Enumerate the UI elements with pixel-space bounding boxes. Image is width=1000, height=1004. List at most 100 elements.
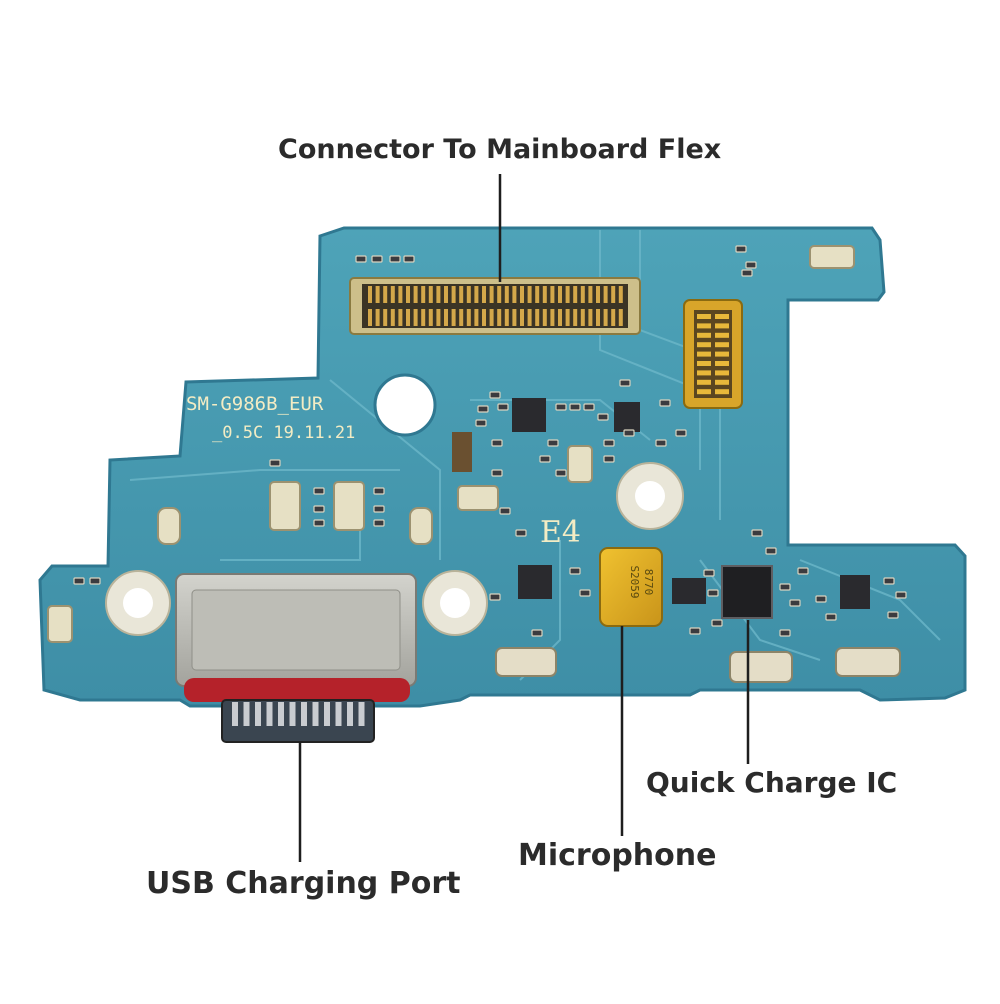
usb-pin [335, 702, 342, 726]
smd-part [741, 269, 753, 277]
mounting-holes [105, 373, 684, 636]
connector-pin [520, 286, 524, 303]
btb-pin [715, 323, 729, 329]
btb-pin [715, 379, 729, 385]
smd-part [555, 469, 567, 477]
smd-part [477, 405, 489, 413]
smd-part [475, 419, 487, 427]
smd-part [689, 627, 701, 635]
contact-pads [47, 245, 855, 643]
smd-part [789, 599, 801, 607]
connector-pin [542, 286, 547, 303]
mainboard-flex-connector [349, 277, 641, 335]
connector-pin [398, 309, 403, 326]
mounting-hole [123, 588, 153, 618]
btb-pin [715, 314, 729, 319]
connector-pin [474, 309, 479, 326]
smd-part [403, 255, 415, 263]
connector-pin [406, 286, 410, 303]
usb-pin [278, 702, 284, 726]
smd-part [603, 439, 615, 447]
smd-part [779, 629, 791, 637]
connector-pin [489, 286, 494, 303]
smd-part [389, 255, 401, 263]
smd-part [765, 547, 777, 555]
smd-part [659, 399, 671, 407]
smd-part [373, 505, 385, 513]
connector-pin [466, 286, 471, 303]
smd-part [313, 519, 325, 527]
btb-pin [697, 314, 711, 319]
btb-pin [697, 351, 711, 357]
smd-part [825, 613, 837, 621]
board-model-label: SM-G986B_EUR [186, 393, 324, 415]
smd-part [497, 403, 509, 411]
connector-pin [558, 286, 562, 303]
connector-pin [451, 286, 456, 303]
connector-pin [573, 286, 578, 303]
smd-part [89, 577, 101, 585]
smd-part [491, 439, 503, 447]
connector-pin [611, 286, 616, 303]
smd-part [883, 577, 895, 585]
smd-part [491, 469, 503, 477]
smd-part [499, 507, 511, 515]
smd-part [703, 569, 715, 577]
smd-part [779, 583, 791, 591]
connector-pin [611, 309, 616, 326]
smd-part [531, 629, 543, 637]
btb-pin [715, 361, 729, 366]
smd-part [579, 589, 591, 597]
connector-pin [618, 286, 623, 303]
connector-pin [375, 286, 380, 303]
smd-part [675, 429, 687, 437]
microphone-component: S2059 8770 [599, 547, 663, 627]
connector-pin [390, 286, 395, 303]
connector-pin [444, 286, 448, 303]
connector-pin [466, 309, 471, 326]
smd-part [355, 255, 367, 263]
usb-pin [232, 702, 238, 726]
smd-part [707, 589, 719, 597]
smd-part [489, 391, 501, 399]
usb-pin [347, 702, 353, 726]
smd-part [797, 567, 809, 575]
mic-marking-1: S2059 [628, 565, 641, 598]
connector-pin [482, 309, 486, 326]
connector-pin [550, 309, 555, 326]
btb-pin [715, 389, 729, 395]
smd-components [73, 245, 907, 637]
connector-pin [558, 309, 562, 326]
usb-c-port [175, 573, 417, 743]
connector-pin [535, 286, 540, 303]
label-connector-to-mainboard-flex: Connector To Mainboard Flex [278, 134, 722, 165]
btb-pin [697, 323, 711, 329]
btb-pin [715, 332, 729, 338]
smd-part [583, 403, 595, 411]
usb-pins [232, 702, 365, 726]
connector-pin [527, 309, 532, 326]
connector-pin [512, 286, 517, 303]
smd-part [569, 403, 581, 411]
btb-pin [697, 370, 711, 376]
smd-part [895, 591, 907, 599]
smd-part [751, 529, 763, 537]
smd-part [371, 255, 383, 263]
connector-pin [618, 309, 623, 326]
smd-part [373, 487, 385, 495]
smd-part [313, 487, 325, 495]
connector-pin [459, 286, 464, 303]
btb-pin [715, 370, 729, 376]
connector-pin [535, 309, 540, 326]
usb-pin [255, 702, 261, 726]
connector-pin [497, 286, 502, 303]
connector-pin [406, 309, 410, 326]
smd-part [603, 455, 615, 463]
connector-pin [596, 309, 600, 326]
label-quick-charge-ic: Quick Charge IC [646, 766, 898, 799]
smd-part [887, 611, 899, 619]
usb-pin [301, 702, 307, 726]
connector-pin [565, 309, 570, 326]
